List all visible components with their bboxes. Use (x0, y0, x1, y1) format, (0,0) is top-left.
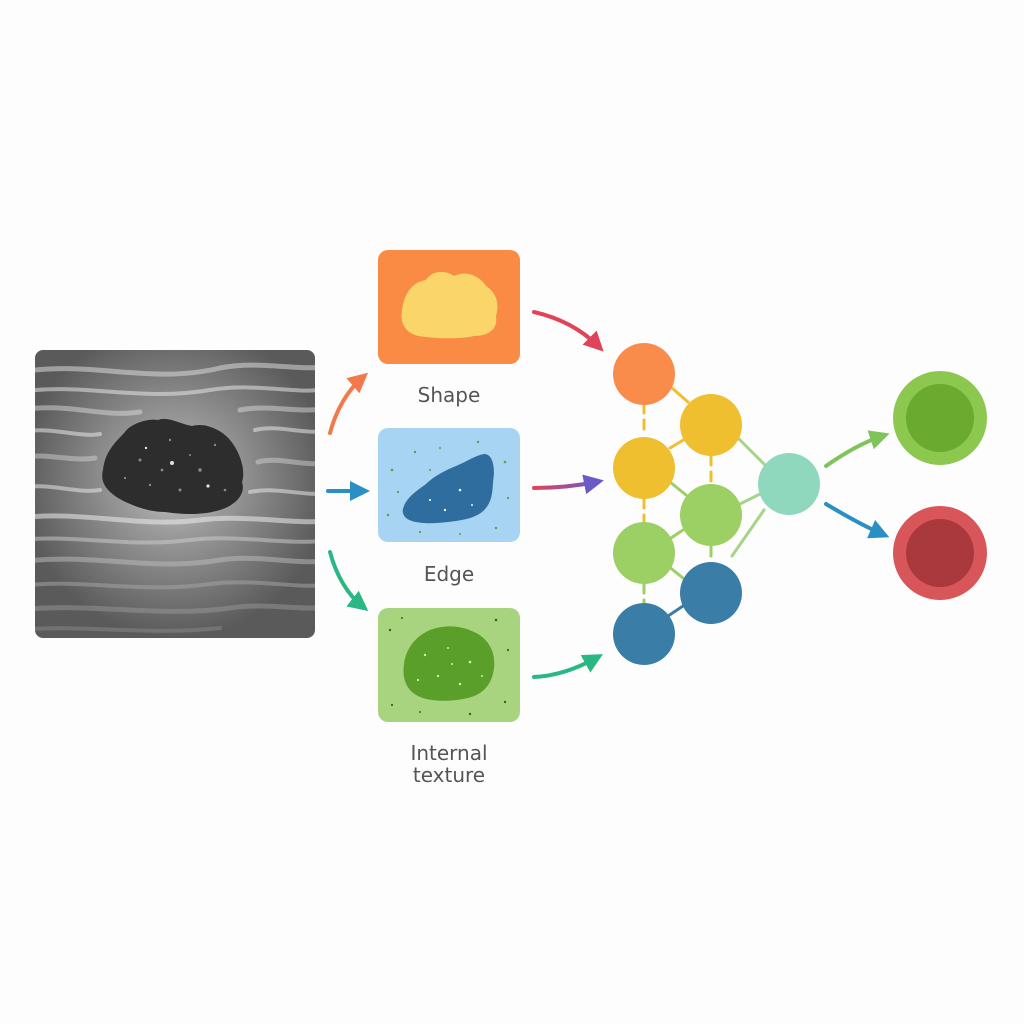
shape-label: Shape (418, 383, 481, 407)
arrow-shape-to-network (532, 310, 604, 352)
network-node (680, 562, 742, 624)
arrow-to-shape (328, 372, 369, 435)
edge-label: Edge (424, 562, 474, 586)
network-node (680, 394, 742, 456)
texture-label-line2: texture (413, 763, 485, 787)
edge-feature-icon (378, 428, 520, 542)
shape-feature-icon (378, 250, 520, 364)
arrow-to-negative (824, 502, 890, 539)
arrow-edge-to-network (532, 474, 604, 495)
network-node (680, 484, 742, 546)
network-node (758, 453, 820, 515)
texture-feature-icon (378, 608, 520, 722)
positive-output-node (893, 371, 987, 465)
network-node (613, 603, 675, 665)
texture-label-line1: Internal (410, 741, 487, 765)
arrow-texture-to-network (532, 654, 603, 679)
neural-network (613, 343, 890, 665)
arrow-to-texture (328, 550, 369, 611)
ultrasound-scan-icon (35, 350, 315, 638)
network-node (613, 437, 675, 499)
arrow-to-positive (824, 430, 890, 468)
network-node (613, 522, 675, 584)
network-node (613, 343, 675, 405)
negative-output-node (893, 506, 987, 600)
